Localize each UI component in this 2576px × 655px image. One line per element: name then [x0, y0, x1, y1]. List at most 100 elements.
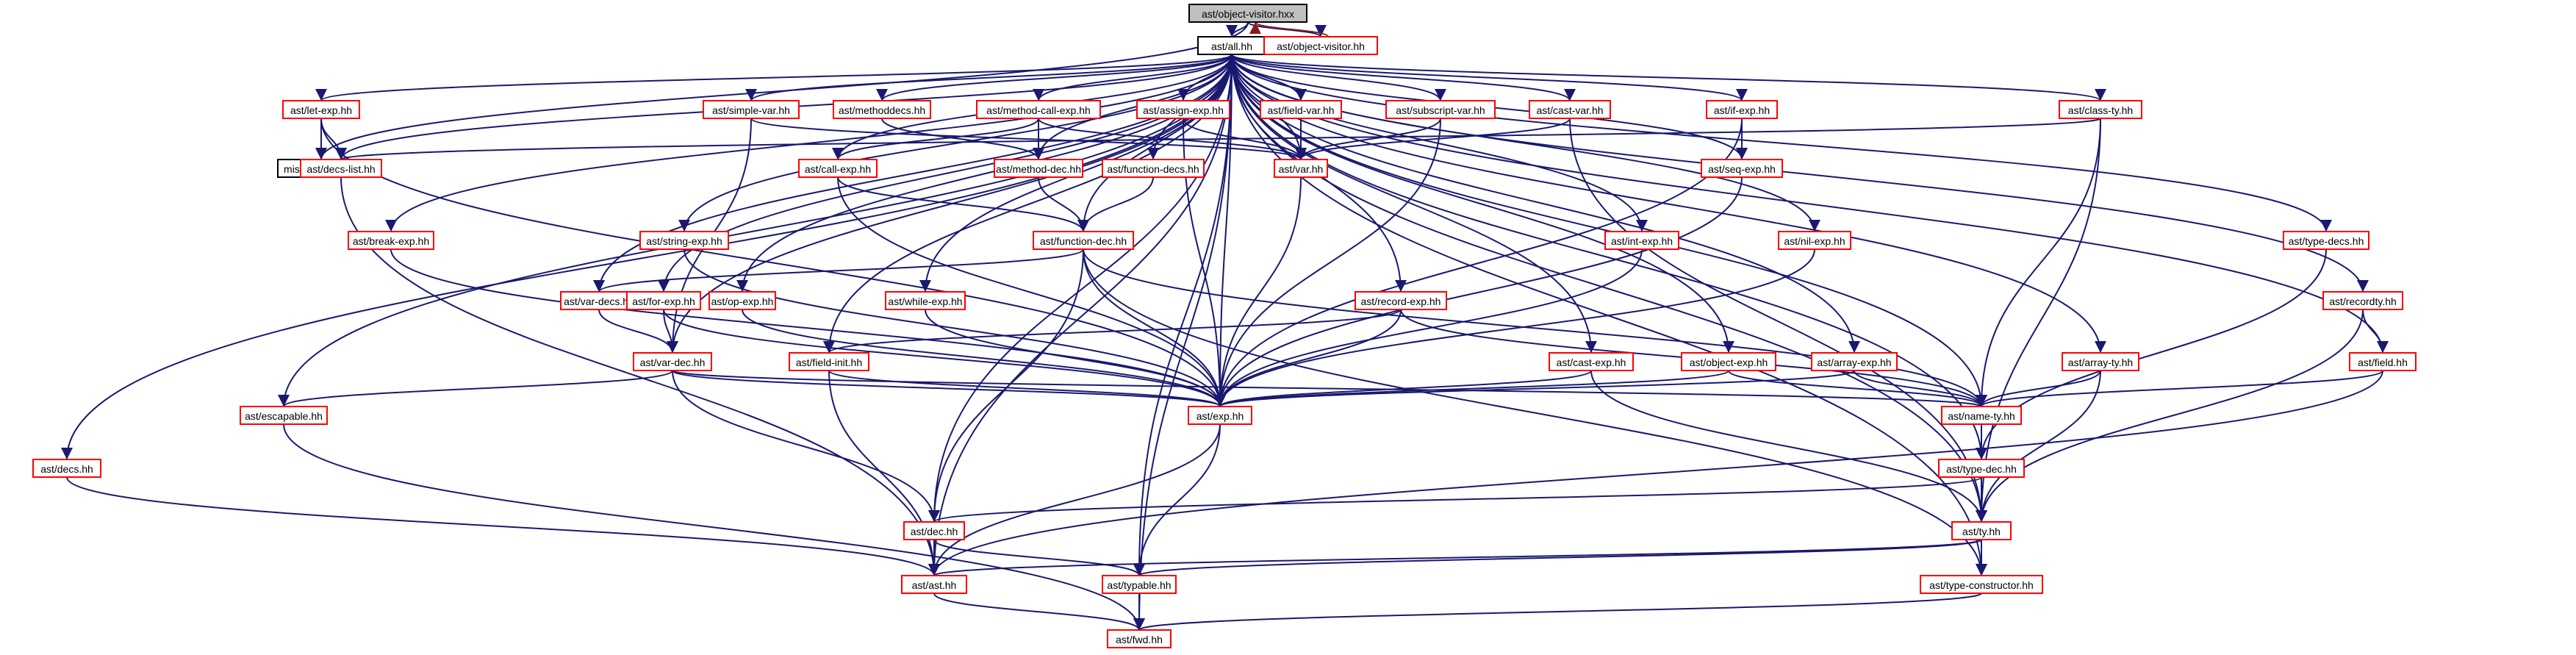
node-escapable[interactable]: ast/escapable.hh	[240, 406, 328, 425]
node-label: ast/int-exp.hh	[1611, 235, 1673, 247]
edge-ty-to-ast	[928, 539, 1982, 576]
node-label: ast/seq-exp.hh	[1708, 163, 1776, 175]
edge-var-dec-to-dec	[672, 370, 940, 523]
node-label: ast/nil-exp.hh	[1784, 235, 1845, 247]
node-box	[1701, 159, 1783, 178]
node-call-exp[interactable]: ast/call-exp.hh	[798, 159, 878, 178]
node-subscript-var[interactable]: ast/subscript-var.hh	[1385, 100, 1496, 119]
edge-class-ty-to-name-ty	[1976, 118, 2101, 407]
node-simple-var[interactable]: ast/simple-var.hh	[703, 100, 800, 119]
edge-methoddecs-to-method-dec	[881, 118, 1044, 160]
node-var-decs[interactable]: ast/var-decs.hh	[560, 291, 638, 310]
node-object-visitor-hxx[interactable]: ast/object-visitor.hxx	[1188, 4, 1307, 23]
node-box	[282, 100, 360, 119]
node-cast-var[interactable]: ast/cast-var.hh	[1529, 100, 1611, 119]
node-method-call-exp[interactable]: ast/method-call-exp.hh	[976, 100, 1101, 119]
node-var[interactable]: ast/var.hh	[1274, 159, 1328, 178]
node-box	[2283, 231, 2369, 250]
node-name-ty[interactable]: ast/name-ty.hh	[1941, 406, 2022, 425]
edge-type-dec-to-dec	[928, 476, 1982, 523]
node-label: ast/type-constructor.hh	[1929, 579, 2034, 591]
node-label: ast/escapable.hh	[245, 410, 323, 422]
node-box	[626, 291, 701, 310]
node-string-exp[interactable]: ast/string-exp.hh	[639, 231, 729, 250]
node-class-ty[interactable]: ast/class-ty.hh	[2059, 100, 2142, 119]
node-fwd[interactable]: ast/fwd.hh	[1107, 629, 1172, 648]
edges-layer	[61, 21, 2389, 631]
node-array-exp[interactable]: ast/array-exp.hh	[1811, 352, 1898, 371]
node-label: ast/function-dec.hh	[1040, 235, 1127, 247]
node-label: ast/array-exp.hh	[1817, 357, 1891, 368]
edge-type-decs-to-type-dec	[1976, 248, 2327, 460]
node-type-decs[interactable]: ast/type-decs.hh	[2283, 231, 2369, 250]
node-all[interactable]: ast/all.hh	[1197, 36, 1266, 55]
node-box	[1033, 231, 1134, 250]
node-decs-list[interactable]: ast/decs-list.hh	[300, 159, 382, 178]
node-label: ast/while-exp.hh	[888, 296, 962, 307]
node-label: ast/function-decs.hh	[1107, 163, 1199, 175]
node-recordty[interactable]: ast/recordty.hh	[2322, 291, 2403, 310]
node-box	[798, 159, 878, 178]
node-label: ast/ast.hh	[912, 579, 957, 591]
node-type-constructor[interactable]: ast/type-constructor.hh	[1920, 575, 2043, 594]
node-box	[639, 231, 729, 250]
node-var-dec[interactable]: ast/var-dec.hh	[633, 352, 712, 371]
node-nil-exp[interactable]: ast/nil-exp.hh	[1778, 231, 1851, 250]
node-decs[interactable]: ast/decs.hh	[32, 459, 101, 478]
node-typable[interactable]: ast/typable.hh	[1102, 575, 1177, 594]
node-method-dec[interactable]: ast/method-dec.hh	[994, 159, 1083, 178]
node-let-exp[interactable]: ast/let-exp.hh	[282, 100, 360, 119]
node-array-ty[interactable]: ast/array-ty.hh	[2062, 352, 2139, 371]
node-exp[interactable]: ast/exp.hh	[1188, 406, 1252, 425]
node-field[interactable]: ast/field.hh	[2349, 352, 2417, 371]
node-label: ast/cast-exp.hh	[1557, 357, 1626, 368]
node-break-exp[interactable]: ast/break-exp.hh	[348, 231, 434, 250]
edge-all-to-typable	[1133, 54, 1233, 576]
node-label: ast/method-dec.hh	[996, 163, 1081, 175]
edge-all-to-op-exp	[736, 54, 1233, 293]
edge-field-init-to-ast	[828, 370, 940, 576]
edge-cast-exp-to-exp	[1214, 370, 1592, 407]
node-assign-exp[interactable]: ast/assign-exp.hh	[1136, 100, 1230, 119]
node-box	[1920, 575, 2043, 594]
node-field-init[interactable]: ast/field-init.hh	[789, 352, 869, 371]
node-box	[994, 159, 1083, 178]
edge-recordty-to-ty	[1976, 309, 2364, 523]
node-object-exp[interactable]: ast/object-exp.hh	[1681, 352, 1776, 371]
edge-record-exp-to-exp	[1214, 309, 1402, 407]
node-box	[1681, 352, 1776, 371]
node-ty[interactable]: ast/ty.hh	[1951, 521, 2012, 540]
node-record-exp[interactable]: ast/record-exp.hh	[1355, 291, 1447, 310]
node-int-exp[interactable]: ast/int-exp.hh	[1604, 231, 1679, 250]
edge-int-exp-to-exp	[1214, 248, 1643, 407]
node-label: ast/object-exp.hh	[1690, 357, 1768, 368]
node-label: ast/if-exp.hh	[1714, 104, 1770, 116]
node-label: ast/decs.hh	[40, 463, 93, 475]
node-seq-exp[interactable]: ast/seq-exp.hh	[1701, 159, 1783, 178]
node-box	[1385, 100, 1496, 119]
node-box	[1355, 291, 1447, 310]
node-field-var[interactable]: ast/field-var.hh	[1260, 100, 1342, 119]
node-function-dec[interactable]: ast/function-dec.hh	[1033, 231, 1134, 250]
node-box	[32, 459, 101, 478]
edge-function-dec-to-var-decs	[593, 248, 1084, 293]
node-methoddecs[interactable]: ast/methoddecs.hh	[833, 100, 931, 119]
node-type-dec[interactable]: ast/type-dec.hh	[1938, 459, 2025, 478]
edge-var-dec-to-escapable	[278, 370, 673, 407]
node-dec[interactable]: ast/dec.hh	[903, 521, 965, 540]
edge-for-exp-to-var-dec	[663, 309, 678, 354]
node-box	[2322, 291, 2403, 310]
edge-all-to-var-decs	[593, 54, 1233, 293]
node-if-exp[interactable]: ast/if-exp.hh	[1706, 100, 1778, 119]
edge-seq-exp-to-exp	[1214, 176, 1743, 407]
edge-decs-list-to-ast	[340, 176, 940, 576]
node-ast[interactable]: ast/ast.hh	[901, 575, 967, 594]
node-object-visitor-hh[interactable]: ast/object-visitor.hh	[1263, 36, 1378, 55]
node-box	[2349, 352, 2417, 371]
node-while-exp[interactable]: ast/while-exp.hh	[885, 291, 966, 310]
node-cast-exp[interactable]: ast/cast-exp.hh	[1549, 352, 1634, 371]
node-for-exp[interactable]: ast/for-exp.hh	[626, 291, 701, 310]
node-function-decs[interactable]: ast/function-decs.hh	[1102, 159, 1205, 178]
node-op-exp[interactable]: ast/op-exp.hh	[708, 291, 776, 310]
